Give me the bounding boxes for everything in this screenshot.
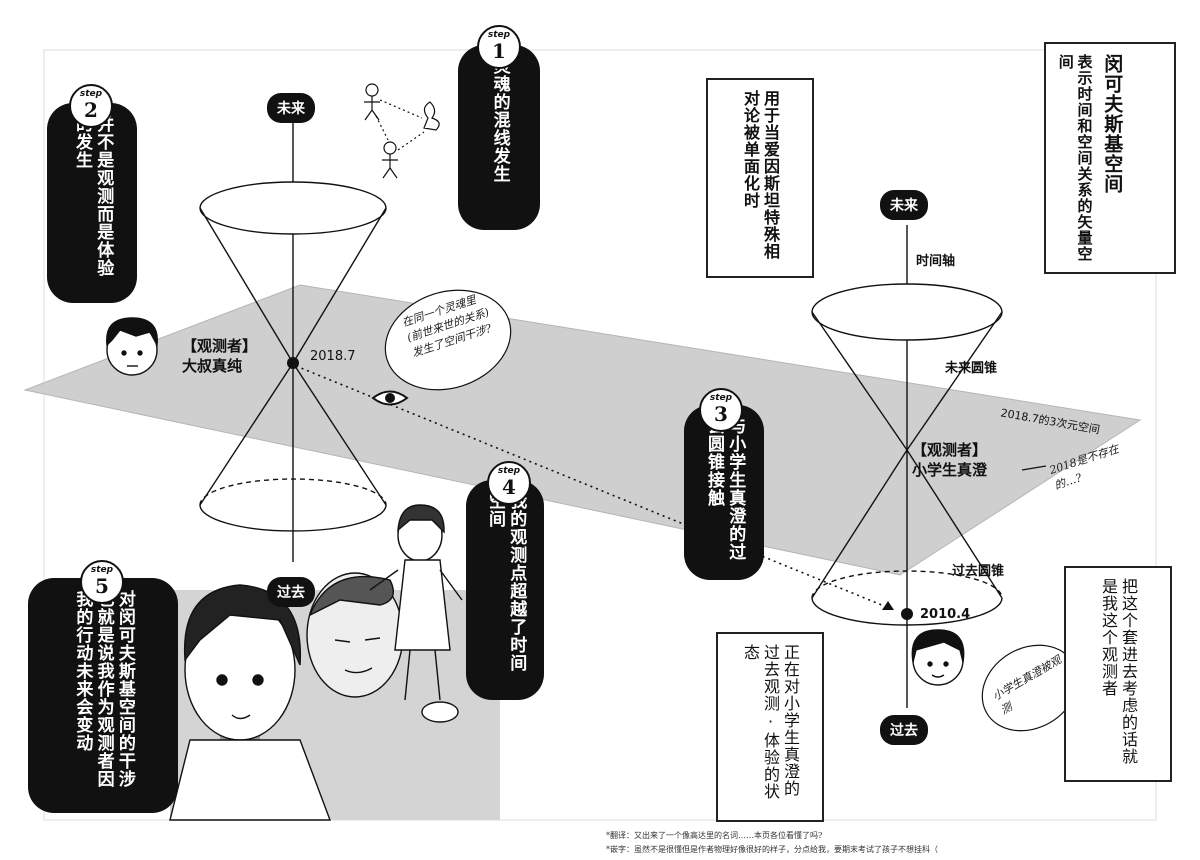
conclusion-text: 把这个套进去考虑的话就是我这个观测者 — [1099, 578, 1138, 765]
child-observer-face-icon — [911, 629, 965, 686]
past-cone-label: 过去圆锥 — [952, 564, 1005, 579]
adult-observer-face-icon — [106, 317, 158, 376]
nonexistent-arrow — [1021, 465, 1047, 471]
page-border — [43, 49, 1157, 821]
step4-word: step — [497, 466, 521, 476]
step2-panel: 并不是观测而是体验的发生 — [47, 103, 137, 303]
step3-word: step — [709, 393, 733, 403]
right-date-label: 2010.4 — [920, 607, 971, 622]
step3-panel: 与小学生真澄的过去圆锥接触 — [684, 405, 764, 580]
step5-panel: 对闵可夫斯基空间的干涉也就是说我作为观测者因我的行动未来会变动 — [28, 578, 178, 813]
left-observer-name: 大叔真纯 — [182, 357, 243, 376]
step5-badge: step 5 — [80, 560, 124, 604]
right-observer-name: 小学生真澄 — [912, 461, 988, 480]
step1-text: 灵魂的混线发生 — [489, 57, 510, 183]
left-past-label: 过去 — [267, 577, 315, 607]
step4-badge: step 4 — [487, 461, 531, 505]
eye-icon — [371, 390, 409, 406]
left-date-label: 2018.7 — [310, 349, 356, 364]
right-past-label: 过去 — [880, 715, 928, 745]
title-text: 闵可夫斯基空间 — [1101, 54, 1124, 194]
step5-number: 5 — [95, 574, 109, 598]
step4-panel: 我的观测点超越了时间空间 — [466, 480, 544, 700]
left-observer-tag: 【观测者】 — [182, 337, 258, 355]
title-box: 表示时间和空间关系的矢量空间 闵可夫斯基空间 — [1044, 42, 1176, 274]
right-observer-tag: 【观测者】 — [912, 441, 988, 459]
manga-illustration — [169, 504, 500, 821]
right-future-label: 未来 — [880, 190, 928, 220]
left-light-cone — [199, 118, 387, 562]
relativity-box: 用于当爱因斯坦特殊相对论被单面化时 — [706, 78, 814, 278]
step2-badge: step 2 — [69, 84, 113, 128]
observation-state-text: 正在对小学生真澄的过去观测·体验的状态 — [741, 644, 800, 800]
right-observer-label: 【观测者】 小学生真澄 — [912, 440, 987, 481]
step1-badge: step 1 — [477, 25, 521, 69]
step1-number: 1 — [492, 39, 506, 63]
step5-word: step — [90, 565, 114, 575]
step2-text: 并不是观测而是体验的发生 — [72, 115, 114, 277]
step4-number: 4 — [502, 475, 516, 499]
step1-word: step — [487, 30, 511, 40]
note-bubble — [384, 289, 512, 391]
definition-text: 表示时间和空间关系的矢量空间 — [1056, 54, 1094, 262]
observation-arrowhead — [882, 601, 894, 610]
observation-state-box: 正在对小学生真澄的过去观测·体验的状态 — [716, 632, 824, 822]
footnote-translation: *翻译：又出来了一个像高达里的名词……本页各位看懂了吗? — [606, 831, 823, 840]
footnote-typesetting: *嵌字：虽然不是很懂但是作者物理好像很好的样子，分点给我，要期末考试了孩子不想挂… — [606, 845, 938, 854]
left-future-label: 未来 — [267, 93, 315, 123]
step1-panel: 灵魂的混线发生 — [458, 45, 540, 230]
right-event-point — [901, 608, 913, 620]
step3-badge: step 3 — [699, 388, 743, 432]
step2-number: 2 — [84, 98, 98, 122]
soul-link-doodle — [364, 83, 440, 179]
right-light-cone — [811, 225, 1003, 708]
step5-text: 对闵可夫斯基空间的干涉也就是说我作为观测者因我的行动未来会变动 — [72, 590, 135, 788]
step4-text: 我的观测点超越了时间空间 — [485, 492, 527, 672]
relativity-text: 用于当爱因斯坦特殊相对论被单面化时 — [741, 90, 780, 260]
conclusion-box: 把这个套进去考虑的话就是我这个观测者 — [1064, 566, 1172, 782]
step3-number: 3 — [714, 402, 728, 426]
left-observer-label: 【观测者】 大叔真纯 — [182, 336, 257, 377]
time-axis-label: 时间轴 — [916, 254, 956, 269]
step3-text: 与小学生真澄的过去圆锥接触 — [704, 417, 746, 561]
step2-word: step — [79, 89, 103, 99]
future-cone-label: 未来圆锥 — [945, 361, 998, 376]
